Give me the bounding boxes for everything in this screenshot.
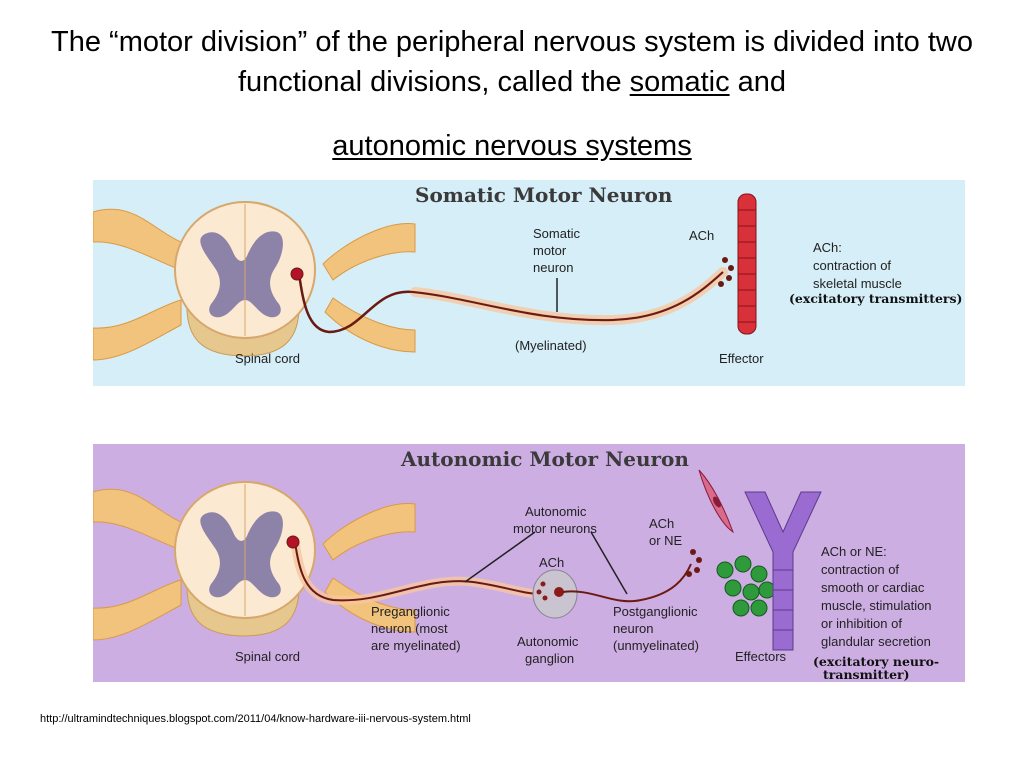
autonomic-panel: Autonomic Motor Neuron <box>93 444 965 682</box>
blood-vessel-effector <box>744 491 822 651</box>
effector-label: Effector <box>719 351 764 366</box>
somatic-cell-body <box>290 267 304 281</box>
autonomic-effect-text-6: glandular secretion <box>821 634 931 649</box>
autonomic-effect-text-4: muscle, stimulation <box>821 598 932 613</box>
title-text: The “motor division” of the peripheral n… <box>51 26 973 98</box>
somatic-axon-core <box>298 271 724 334</box>
somatic-transmitter-note: (excitatory transmitters) <box>789 291 962 306</box>
smooth-muscle-nucleus <box>713 496 721 508</box>
ach-or-ne-label-2: or NE <box>649 533 683 548</box>
autonomic-neurons-label-2: motor neurons <box>513 521 597 536</box>
ach-or-ne-label-1: ACh <box>649 516 674 531</box>
somatic-spinal-cord-label: Spinal cord <box>235 351 300 366</box>
ganglion-ach-label: ACh <box>539 555 564 570</box>
somatic-spinal-cord-illustration <box>93 201 416 361</box>
postganglionic-terminals <box>686 549 702 577</box>
motor-neuron-figure: Somatic Motor Neuron <box>93 180 965 682</box>
autonomic-transmitter-note-2: transmitter) <box>823 667 910 682</box>
autonomic-spinal-cord-illustration <box>93 481 416 641</box>
somatic-heading: Somatic Motor Neuron <box>415 183 673 207</box>
title-somatic-link: somatic <box>629 66 730 98</box>
preganglionic-cell-body <box>286 535 300 549</box>
ganglion-synapse-terminals <box>536 581 548 601</box>
somatic-neuron-label-2: motor <box>533 243 567 258</box>
postganglionic-label-3: (unmyelinated) <box>613 638 699 653</box>
postganglionic-axon <box>562 563 692 603</box>
postganglionic-label-2: neuron <box>613 621 653 636</box>
title-and: and <box>729 66 787 98</box>
preganglionic-label-2: neuron (most <box>371 621 448 636</box>
autonomic-neurons-label-1: Autonomic <box>525 504 587 519</box>
somatic-neuron-label-1: Somatic <box>533 226 580 241</box>
ganglion-cell-body <box>554 587 564 597</box>
slide-title: The “motor division” of the peripheral n… <box>40 22 984 166</box>
panel-separator <box>93 386 965 444</box>
preganglionic-label-3: are myelinated) <box>371 638 461 653</box>
myelinated-label: (Myelinated) <box>515 338 587 353</box>
somatic-effect-text-3: skeletal muscle <box>813 276 902 291</box>
somatic-effect-text-1: ACh: <box>813 240 842 255</box>
autonomic-effect-text-3: smooth or cardiac <box>821 580 925 595</box>
autonomic-effect-text-1: ACh or NE: <box>821 544 887 559</box>
somatic-neuron-label-3: neuron <box>533 260 573 275</box>
skeletal-muscle-effector <box>737 193 757 335</box>
autonomic-effect-text-5: or inhibition of <box>821 616 902 631</box>
ganglion-label-2: ganglion <box>525 651 574 666</box>
preganglionic-label-1: Preganglionic <box>371 604 450 619</box>
ganglion-label-1: Autonomic <box>517 634 579 649</box>
gland-cells <box>716 555 776 617</box>
somatic-ach-label: ACh <box>689 228 714 243</box>
autonomic-spinal-cord-label: Spinal cord <box>235 649 300 664</box>
preganglionic-axon <box>294 541 542 602</box>
autonomic-transmitter-note-1: (excitatory neuro- <box>813 654 939 669</box>
somatic-panel: Somatic Motor Neuron <box>93 180 965 386</box>
source-url: http://ultramindtechniques.blogspot.com/… <box>40 713 471 725</box>
postganglionic-label-1: Postganglionic <box>613 604 698 619</box>
postganglionic-pointer <box>590 531 628 595</box>
somatic-axon-terminals <box>718 257 734 287</box>
autonomic-heading: Autonomic Motor Neuron <box>400 447 689 471</box>
somatic-effect-text-2: contraction of <box>813 258 891 273</box>
preganglionic-pointer <box>464 531 536 583</box>
effectors-label: Effectors <box>735 649 787 664</box>
autonomic-effect-text-2: contraction of <box>821 562 899 577</box>
title-autonomic-link: autonomic nervous systems <box>332 130 692 162</box>
